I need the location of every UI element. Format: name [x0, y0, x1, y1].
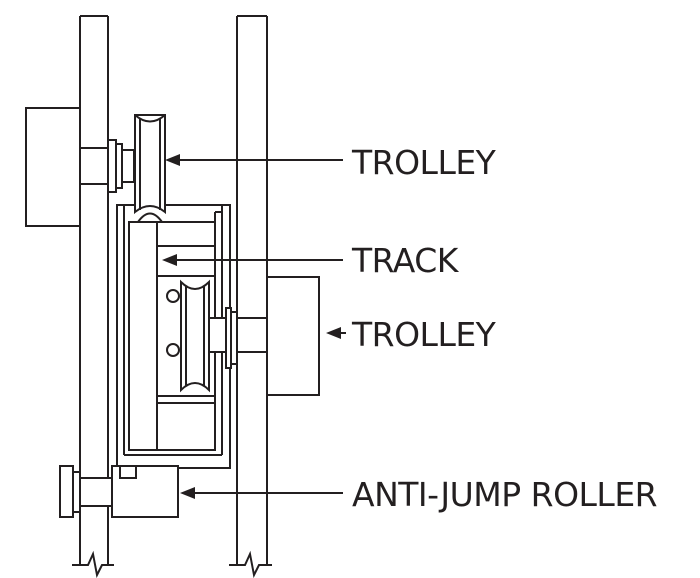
label-anti-jump-roller: ANTI-JUMP ROLLER	[352, 475, 657, 514]
arrow-trolley-upper	[165, 154, 343, 166]
lower-trolley-bracket	[266, 276, 320, 396]
label-trolley-lower: TROLLEY	[351, 315, 497, 354]
arrow-anti-jump-roller	[180, 487, 343, 499]
upper-trolley-wheel	[134, 114, 166, 223]
label-trolley-upper: TROLLEY	[351, 143, 497, 182]
upper-trolley-axle	[79, 139, 135, 193]
label-track: TRACK	[351, 241, 460, 280]
arrow-trolley-lower	[326, 327, 346, 339]
anti-jump-roller	[59, 465, 179, 518]
right-panel	[229, 15, 272, 578]
arrow-track	[162, 254, 343, 266]
lower-trolley-axle	[208, 307, 268, 369]
lower-trolley-wheel	[166, 279, 210, 393]
upper-trolley-bracket	[25, 107, 81, 227]
